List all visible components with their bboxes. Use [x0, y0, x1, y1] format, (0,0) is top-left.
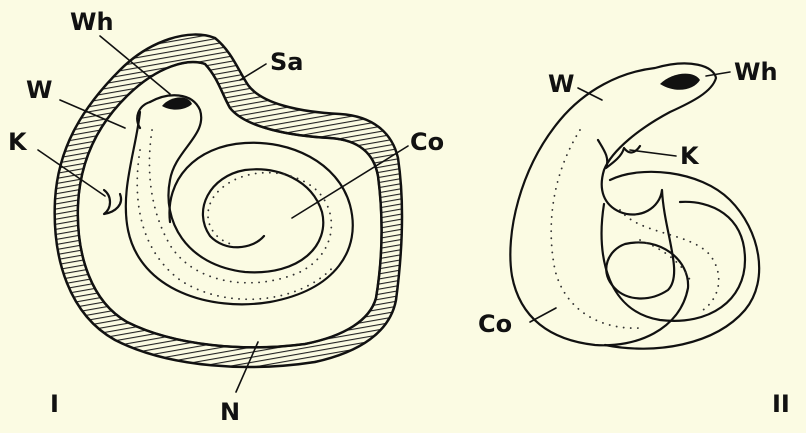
guts-ii-2 [620, 210, 719, 312]
label-w-i: W [26, 76, 52, 104]
notch-k-ii [598, 140, 640, 168]
leader-k-ii [630, 150, 676, 156]
label-sa: Sa [270, 48, 303, 76]
coil-ii [605, 172, 759, 349]
label-co-i: Co [410, 128, 444, 156]
label-wh-i: Wh [70, 8, 114, 36]
label-w-ii: W [548, 70, 574, 98]
wh-spot-i [162, 97, 192, 109]
wh-spot-ii [660, 74, 700, 90]
notch-k-i [104, 190, 121, 214]
worm-body-ii [510, 63, 716, 345]
leader-wh-ii [706, 72, 730, 76]
guts-ii-3 [640, 240, 690, 280]
label-k-ii: K [680, 142, 700, 170]
label-wh-ii: Wh [734, 58, 778, 86]
numeral-i: I [50, 390, 59, 418]
label-co-ii: Co [478, 310, 512, 338]
leader-sa [240, 64, 266, 80]
numeral-ii: II [772, 390, 790, 418]
figure-two [510, 63, 759, 348]
worm-body-i-inner [126, 112, 353, 304]
label-k-i: K [8, 128, 28, 156]
figure-one [55, 35, 402, 367]
label-n: N [220, 398, 240, 426]
guts-ii [551, 130, 640, 328]
leader-co-ii [530, 308, 556, 322]
shell-sa [55, 35, 402, 367]
